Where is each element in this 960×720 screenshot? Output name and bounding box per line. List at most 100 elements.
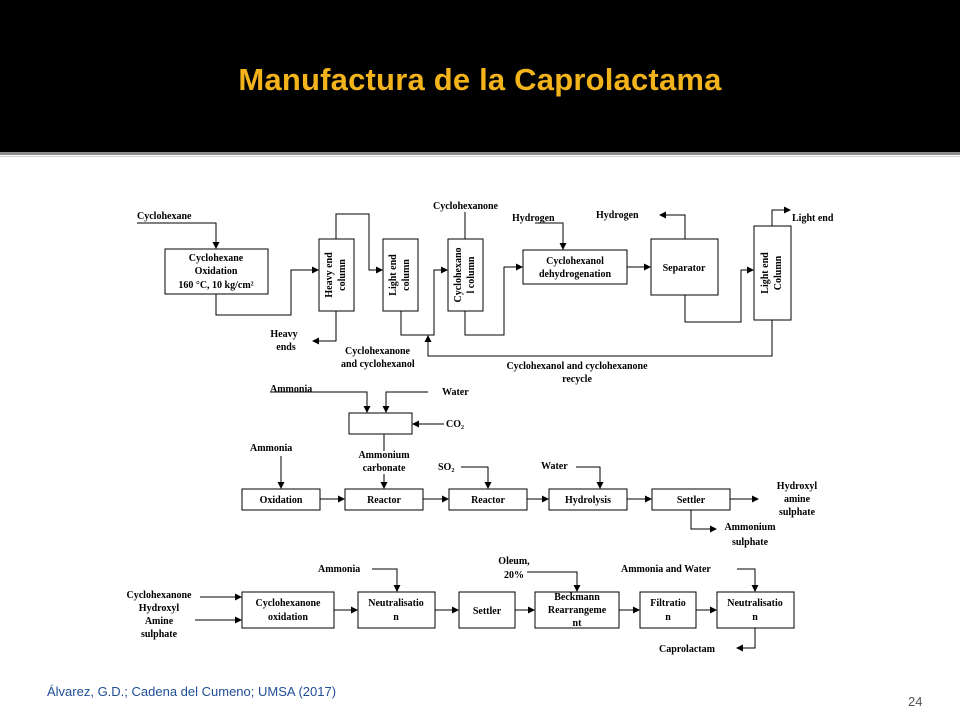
hydrogen-out-arrow	[659, 211, 686, 239]
settler-bottom-label: Settler	[473, 606, 502, 617]
cyclohexane-label: Cyclohexane	[137, 211, 192, 222]
light-end-label: Light end	[792, 213, 834, 224]
dehydrogenation-line1: Cyclohexanol	[546, 256, 604, 267]
ammonia-bottom-arrow	[372, 568, 401, 592]
so2-label: SO₂	[438, 462, 454, 473]
cyclohexanone-oxidation-line1: Cyclohexanone	[256, 598, 322, 609]
neutralisation-2-line1: Neutralisatio	[727, 598, 783, 609]
cyclohexanol-column-to-dehydrogenation-arrow	[464, 263, 523, 336]
hydrogen-in-arrow	[535, 222, 567, 250]
citation: Álvarez, G.D.; Cadena del Cumeno; UMSA (…	[47, 684, 337, 699]
hydroxyl-amine-line2: Amine	[145, 616, 174, 627]
hydroxyl-amine-line1: Hydroxyl	[139, 603, 180, 614]
separator-box	[650, 238, 719, 296]
cyclohexane-oxidation-box	[164, 248, 269, 295]
caprolactam-label: Caprolactam	[659, 644, 716, 655]
water-label: Water	[541, 461, 568, 472]
recycle-arrow	[424, 320, 773, 357]
oxidation-box-line1: Cyclohexane	[189, 253, 244, 264]
reactor-2-label: Reactor	[471, 495, 505, 506]
separator-label: Separator	[663, 263, 706, 274]
beckmann-line1: Beckmann	[554, 592, 600, 603]
light-end-column-line1: Light end	[388, 254, 399, 296]
slide-title: Manufactura de la Caprolactama	[238, 62, 722, 97]
ammonia-water-arrow	[737, 568, 759, 592]
ammonium-carbonate-line1: Ammonium	[358, 450, 410, 461]
neutralisation-1-box	[357, 591, 436, 629]
heavy-end-column-line2: column	[337, 259, 348, 291]
neutralisation-1-line2: n	[393, 612, 399, 623]
ammonia-left-label: Ammonia	[250, 443, 292, 454]
hydrogen-in-label: Hydrogen	[512, 213, 555, 224]
oxidation-label: Oxidation	[260, 495, 303, 506]
cyclohexanone-top-label: Cyclohexanone	[433, 201, 499, 212]
neutralisation-2-line2: n	[752, 612, 758, 623]
heavy-to-light-column-arrow	[335, 213, 383, 274]
cyclohexanone-oxidation-line2: oxidation	[268, 612, 308, 623]
hydroxyl-amine-line3: sulphate	[141, 629, 178, 640]
light-end-column-box	[382, 238, 419, 312]
light-end-column-line2: column	[401, 259, 412, 291]
ammonium-sulphate-line1: Ammonium	[724, 522, 776, 533]
ammonia-top-arrow	[270, 391, 371, 413]
beckmann-line2: Rearrangeme	[548, 605, 607, 616]
water-top-arrow	[382, 391, 428, 413]
recycle-line2: recycle	[562, 374, 592, 385]
oleum-line2: 20%	[504, 570, 524, 581]
cyclohexanone-cyclohexanol-line1: Cyclohexanone	[345, 346, 411, 357]
oleum-arrow	[527, 571, 581, 592]
heavy-ends-arrow	[312, 311, 337, 345]
ammonia-water-label: Ammonia and Water	[621, 564, 711, 575]
so2-arrow	[461, 466, 492, 489]
title-bar	[0, 0, 960, 152]
ammonium-carbonate-line2: carbonate	[363, 463, 406, 474]
page-number: 24	[908, 694, 923, 709]
header-rule	[0, 152, 960, 155]
neutralisation-2-box	[716, 591, 795, 629]
recycle-line1: Cyclohexanol and cyclohexanone	[506, 361, 648, 372]
hydroxyl-amine-sulphate-line1: Hydroxyl	[777, 481, 818, 492]
filtration-line2: n	[665, 612, 671, 623]
beckmann-line3: nt	[573, 618, 583, 629]
separator-to-light-end-column-arrow	[684, 266, 754, 323]
light-end-column-2-line1: Light end	[760, 252, 771, 294]
heavy-end-column-box	[318, 238, 355, 312]
header-rule-thin	[0, 156, 960, 157]
ammonium-sulphate-line2: sulphate	[732, 537, 769, 548]
hydroxyl-amine-sulphate-line2: amine	[784, 494, 811, 505]
hydroxyl-amine-sulphate-line3: sulphate	[779, 507, 816, 518]
heavy-ends-line2: ends	[276, 342, 296, 353]
cyclohexanol-column-line1: Cyclohexano	[453, 248, 464, 303]
reactor-1-label: Reactor	[367, 495, 401, 506]
dehydrogenation-line2: dehydrogenation	[539, 269, 611, 280]
cyclohexanone-cyclohexanol-line2: and cyclohexanol	[341, 359, 415, 370]
water-arrow	[576, 466, 604, 489]
light-to-cyclohexanol-column-arrow	[400, 266, 448, 336]
beckmann-box	[534, 591, 620, 629]
caprolactam-out-arrow	[736, 628, 756, 652]
heavy-ends-line1: Heavy	[270, 329, 297, 340]
neutralisation-1-line1: Neutralisatio	[368, 598, 424, 609]
oxidation-box-line2: Oxidation	[195, 266, 238, 277]
filtration-line1: Filtratio	[650, 598, 686, 609]
light-end-out-arrow	[771, 206, 791, 226]
cyclohexanol-column-box	[447, 238, 484, 312]
cyclohexanone-in-label: Cyclohexanone	[127, 590, 193, 601]
ammonia-bottom-label: Ammonia	[318, 564, 360, 575]
hydrogen-out-label: Hydrogen	[596, 210, 639, 221]
ammonium-sulphate-arrow	[690, 510, 717, 533]
water-top-label: Water	[442, 387, 469, 398]
oxidation-to-heavy-column-arrow	[215, 266, 319, 316]
co2-label: CO₂	[446, 419, 464, 430]
cyclohexanol-dehydrogenation-box	[522, 249, 628, 285]
heavy-end-column-line1: Heavy end	[324, 252, 335, 298]
ammonia-top-label: Ammonia	[270, 384, 312, 395]
cyclohexanone-oxidation-box	[241, 591, 335, 629]
hydrolysis-label: Hydrolysis	[565, 495, 611, 506]
cyclohexanol-column-line2: l column	[466, 256, 477, 293]
settler-bottom-box	[458, 591, 516, 629]
oleum-line1: Oleum,	[498, 556, 530, 567]
carbonate-mixer-box	[348, 412, 413, 435]
cyclohexane-feed-arrow	[137, 222, 220, 249]
